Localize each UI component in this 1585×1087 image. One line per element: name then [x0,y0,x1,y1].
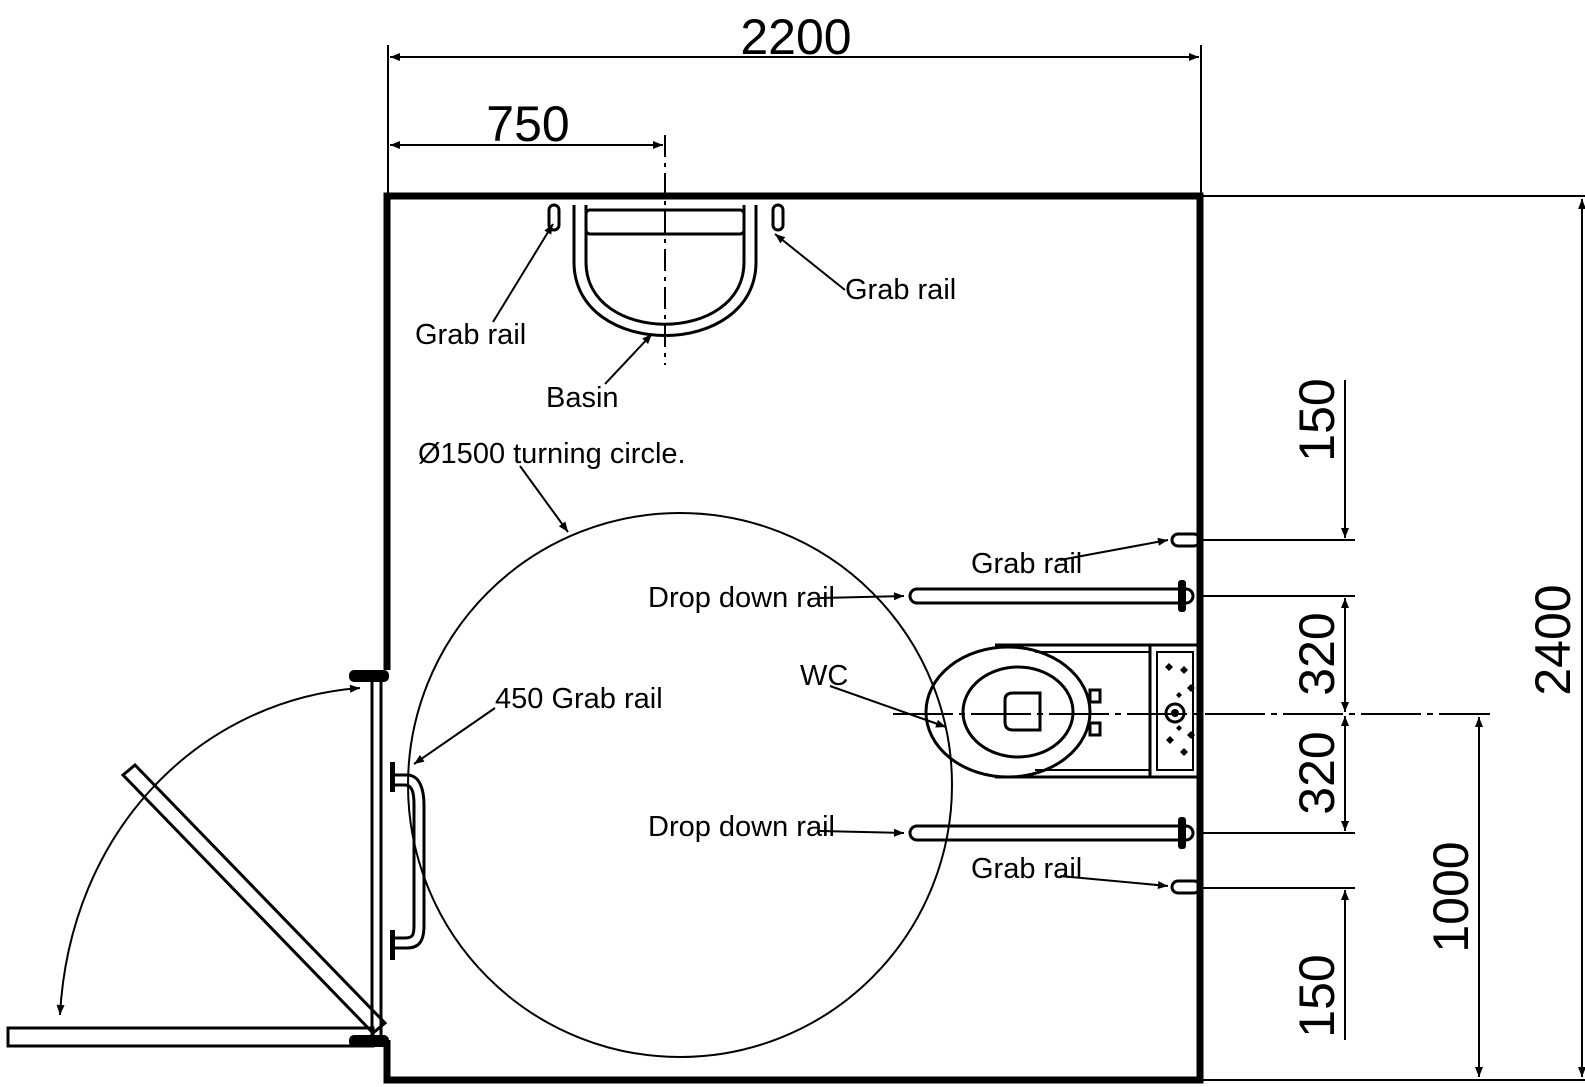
label-grab-rail-lower: Grab rail [971,853,1082,885]
label-drop-down-rail-lower: Drop down rail [648,811,835,843]
dimension-label-150-top: 150 [1289,378,1345,461]
label-turning-circle: Ø1500 turning circle. [418,438,686,470]
dimension-2200: 2200 [387,9,1202,195]
room-walls [349,192,1204,1084]
label-grab-rail-upper: Grab rail [971,548,1082,580]
chain-dimensions: 150 320 320 150 [1202,378,1355,1040]
annotations: Grab rail Grab rail Basin Ø1500 turning … [413,223,1169,890]
dimension-label-750: 750 [486,96,569,152]
dimension-label-2400: 2400 [1525,584,1581,695]
dimension-label-2200: 2200 [740,9,851,65]
door [6,682,388,1048]
label-grab-rail-basin-right: Grab rail [845,274,956,306]
dimension-label-1000: 1000 [1423,841,1479,952]
label-drop-down-rail-upper: Drop down rail [648,582,835,614]
dimension-1000: 1000 [1423,717,1483,1077]
label-wc: WC [800,660,848,692]
label-450-grab-rail: 450 Grab rail [495,683,663,715]
door-swing-arc [56,684,361,1016]
label-grab-rail-basin-left: Grab rail [415,319,526,351]
basin [547,135,785,365]
dimension-750: 750 [390,96,663,152]
dimension-label-150-bottom: 150 [1289,954,1345,1037]
dimension-label-320-upper: 320 [1289,612,1345,695]
right-wall-rails [908,532,1202,895]
dimension-2400: 2400 [1202,195,1585,1081]
dimension-label-320-lower: 320 [1289,731,1345,814]
label-basin: Basin [546,382,619,414]
wc [893,643,1490,779]
grab-rail-450 [390,762,426,960]
